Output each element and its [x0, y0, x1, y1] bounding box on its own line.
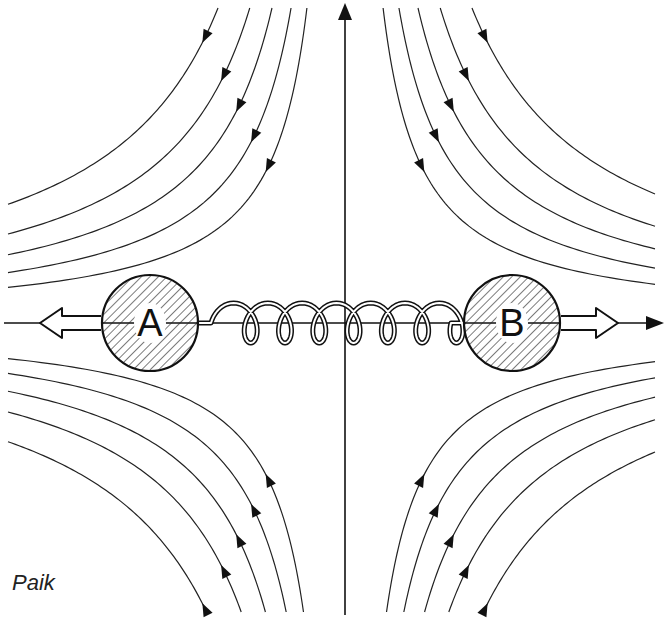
- hollow-arrow: [40, 308, 101, 338]
- flow-arrowhead: [459, 563, 474, 579]
- flow-arrowhead: [459, 67, 474, 83]
- streamline: [8, 391, 265, 612]
- flow-arrowhead: [477, 29, 492, 45]
- axis-arrowhead: [338, 3, 352, 20]
- streamline: [404, 378, 655, 612]
- streamline: [8, 8, 272, 255]
- streamline: [8, 442, 207, 612]
- flow-arrowhead: [232, 532, 247, 548]
- flow-arrowhead: [414, 472, 429, 488]
- coil-spring-inner: [199, 303, 463, 343]
- flow-arrowhead: [444, 98, 459, 114]
- streamline: [8, 412, 241, 612]
- mass-circle: B: [463, 274, 561, 372]
- flow-arrowhead: [414, 158, 429, 174]
- coil-spring: [199, 303, 463, 343]
- mass-letter: B: [496, 303, 527, 343]
- flow-arrowhead: [261, 158, 276, 174]
- spring-group: [199, 303, 463, 343]
- streamline: [8, 8, 307, 287]
- streamline: [472, 8, 655, 194]
- mass-circle: A: [101, 274, 199, 372]
- axis-arrowhead: [646, 316, 664, 330]
- flow-arrowhead: [444, 532, 459, 548]
- hollow-arrow: [561, 308, 618, 338]
- hatched-circle: [102, 275, 198, 371]
- streamline: [425, 397, 655, 612]
- streamlines: [8, 8, 655, 617]
- streamline: [483, 452, 655, 612]
- hatched-circle: [464, 275, 560, 371]
- flow-arrowhead: [429, 502, 444, 518]
- streamline: [440, 8, 655, 226]
- flow-arrowhead: [247, 128, 262, 144]
- streamline: [8, 8, 218, 204]
- streamline: [383, 8, 655, 284]
- streamline: [418, 8, 655, 249]
- flow-arrowhead: [217, 563, 232, 579]
- vertical-axis: [344, 16, 346, 615]
- streamline: [399, 8, 655, 268]
- streamline: [449, 420, 655, 612]
- flow-arrowhead: [261, 472, 276, 488]
- streamline: [8, 8, 250, 234]
- axes: [4, 3, 664, 615]
- author-credit: Paik: [12, 570, 55, 596]
- flow-arrowhead: [232, 98, 247, 114]
- flow-arrowhead: [198, 601, 213, 617]
- streamline: [387, 362, 655, 612]
- flow-arrowhead: [247, 502, 262, 518]
- streamline: [8, 8, 291, 273]
- flow-arrowhead: [429, 128, 444, 144]
- mass-letter: A: [134, 303, 165, 343]
- flow-arrowhead: [477, 601, 492, 617]
- flow-arrowhead: [198, 29, 213, 45]
- flow-arrowhead: [217, 67, 232, 83]
- streamline: [8, 373, 286, 612]
- streamline: [8, 359, 303, 612]
